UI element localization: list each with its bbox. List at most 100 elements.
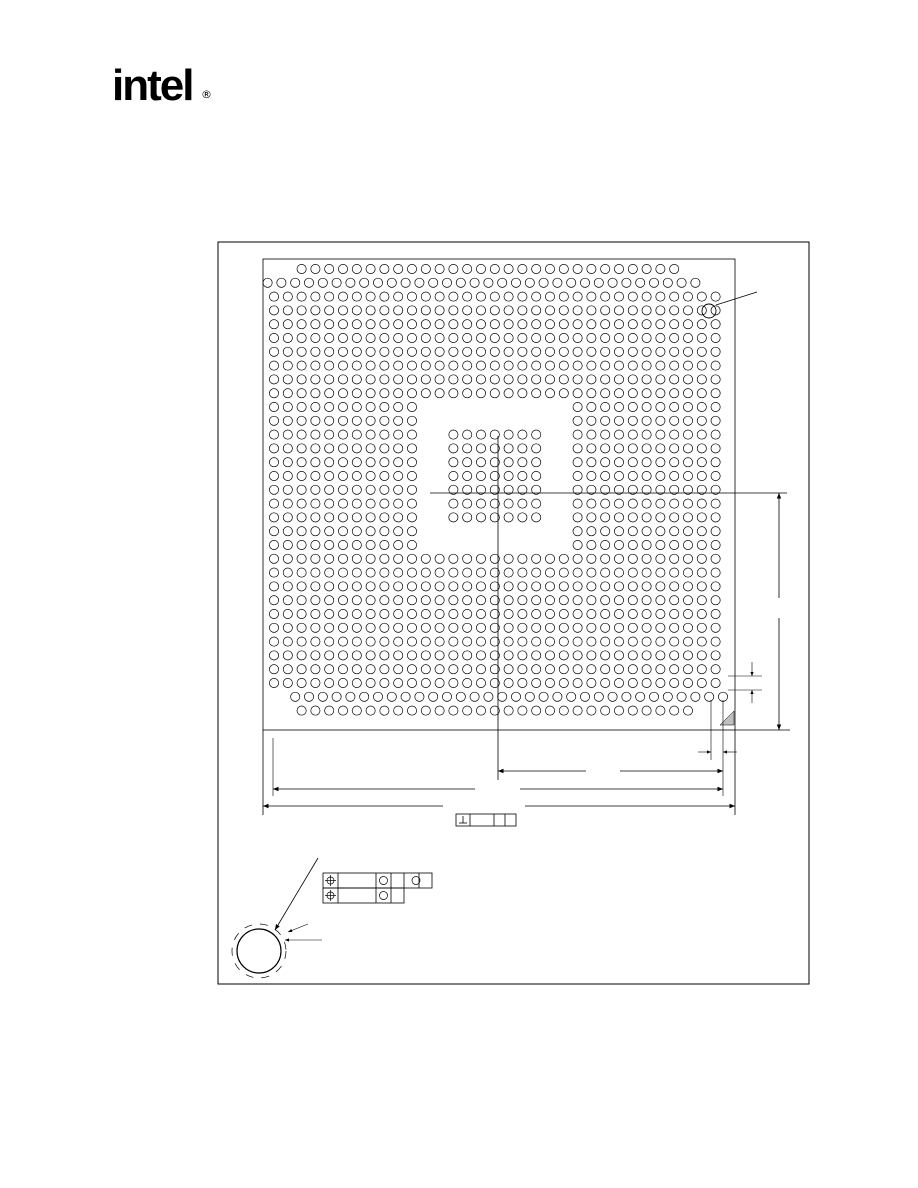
pin bbox=[489, 678, 500, 688]
pin bbox=[655, 526, 666, 537]
pin bbox=[627, 402, 638, 412]
pin bbox=[365, 498, 376, 509]
perpendicularity-control-frame bbox=[455, 813, 517, 827]
pin bbox=[517, 305, 528, 316]
pin bbox=[428, 691, 439, 702]
pin bbox=[641, 319, 652, 330]
pin bbox=[683, 512, 693, 523]
pin bbox=[517, 374, 528, 385]
pin bbox=[710, 609, 721, 619]
pin bbox=[434, 650, 445, 661]
pin bbox=[462, 346, 473, 357]
pin bbox=[379, 664, 390, 675]
pin bbox=[434, 553, 445, 564]
pin bbox=[614, 402, 624, 412]
pin bbox=[627, 636, 638, 647]
pin bbox=[407, 471, 417, 481]
pin bbox=[641, 471, 652, 481]
pin bbox=[324, 471, 335, 481]
pin bbox=[442, 691, 452, 702]
pin bbox=[420, 636, 431, 647]
pin bbox=[669, 402, 680, 412]
pin bbox=[683, 360, 693, 371]
pin bbox=[669, 415, 680, 426]
pin bbox=[696, 443, 707, 454]
pin bbox=[696, 333, 707, 343]
pin bbox=[696, 622, 707, 633]
pin bbox=[351, 540, 362, 550]
pin bbox=[310, 595, 321, 606]
pin bbox=[627, 540, 638, 550]
pin bbox=[351, 553, 362, 564]
pin bbox=[476, 429, 486, 440]
pin bbox=[296, 567, 307, 578]
pin bbox=[545, 388, 555, 399]
pin bbox=[641, 609, 652, 619]
pin bbox=[586, 388, 597, 399]
pin bbox=[324, 429, 335, 440]
pin bbox=[572, 374, 583, 385]
pin bbox=[462, 498, 473, 509]
pin bbox=[338, 581, 348, 592]
pin bbox=[558, 374, 569, 385]
detail-pin-circle bbox=[236, 928, 282, 974]
pin bbox=[558, 319, 569, 330]
pin bbox=[586, 415, 597, 426]
pin bbox=[558, 291, 569, 302]
pin bbox=[269, 567, 279, 578]
pin bbox=[545, 622, 555, 633]
pin bbox=[517, 346, 528, 357]
pin bbox=[503, 333, 514, 343]
pin bbox=[262, 277, 273, 288]
pin bbox=[365, 471, 376, 481]
pin bbox=[627, 264, 638, 274]
pin bbox=[627, 305, 638, 316]
pin bbox=[669, 595, 680, 606]
pin bbox=[324, 319, 335, 330]
pin bbox=[607, 277, 618, 288]
pin bbox=[434, 595, 445, 606]
pin bbox=[627, 319, 638, 330]
pin bbox=[489, 333, 500, 343]
pin bbox=[379, 319, 390, 330]
pin bbox=[586, 484, 597, 495]
pin bbox=[489, 595, 500, 606]
pin bbox=[365, 595, 376, 606]
pin bbox=[296, 443, 307, 454]
pin bbox=[489, 305, 500, 316]
pin bbox=[614, 291, 624, 302]
pin bbox=[572, 581, 583, 592]
pin bbox=[351, 705, 362, 716]
pin bbox=[310, 664, 321, 675]
pin bbox=[580, 691, 590, 702]
pin bbox=[710, 526, 721, 537]
pin bbox=[489, 484, 500, 495]
pin bbox=[489, 388, 500, 399]
pin bbox=[586, 705, 597, 716]
pin bbox=[407, 650, 417, 661]
pin bbox=[331, 691, 342, 702]
pin bbox=[296, 526, 307, 537]
pin bbox=[365, 553, 376, 564]
detail-tolerance-circle bbox=[231, 923, 287, 979]
pin bbox=[531, 443, 542, 454]
pin bbox=[600, 512, 611, 523]
pin bbox=[338, 264, 348, 274]
pin bbox=[696, 388, 707, 399]
pin bbox=[393, 567, 404, 578]
pin bbox=[393, 498, 404, 509]
pin bbox=[669, 333, 680, 343]
pin bbox=[696, 319, 707, 330]
pin bbox=[538, 691, 549, 702]
pin bbox=[448, 346, 459, 357]
pin bbox=[683, 678, 693, 688]
pin bbox=[545, 636, 555, 647]
pin bbox=[580, 277, 590, 288]
pin bbox=[407, 636, 417, 647]
pin bbox=[572, 609, 583, 619]
pin bbox=[338, 443, 348, 454]
pin bbox=[296, 553, 307, 564]
pin bbox=[586, 526, 597, 537]
pin bbox=[696, 609, 707, 619]
